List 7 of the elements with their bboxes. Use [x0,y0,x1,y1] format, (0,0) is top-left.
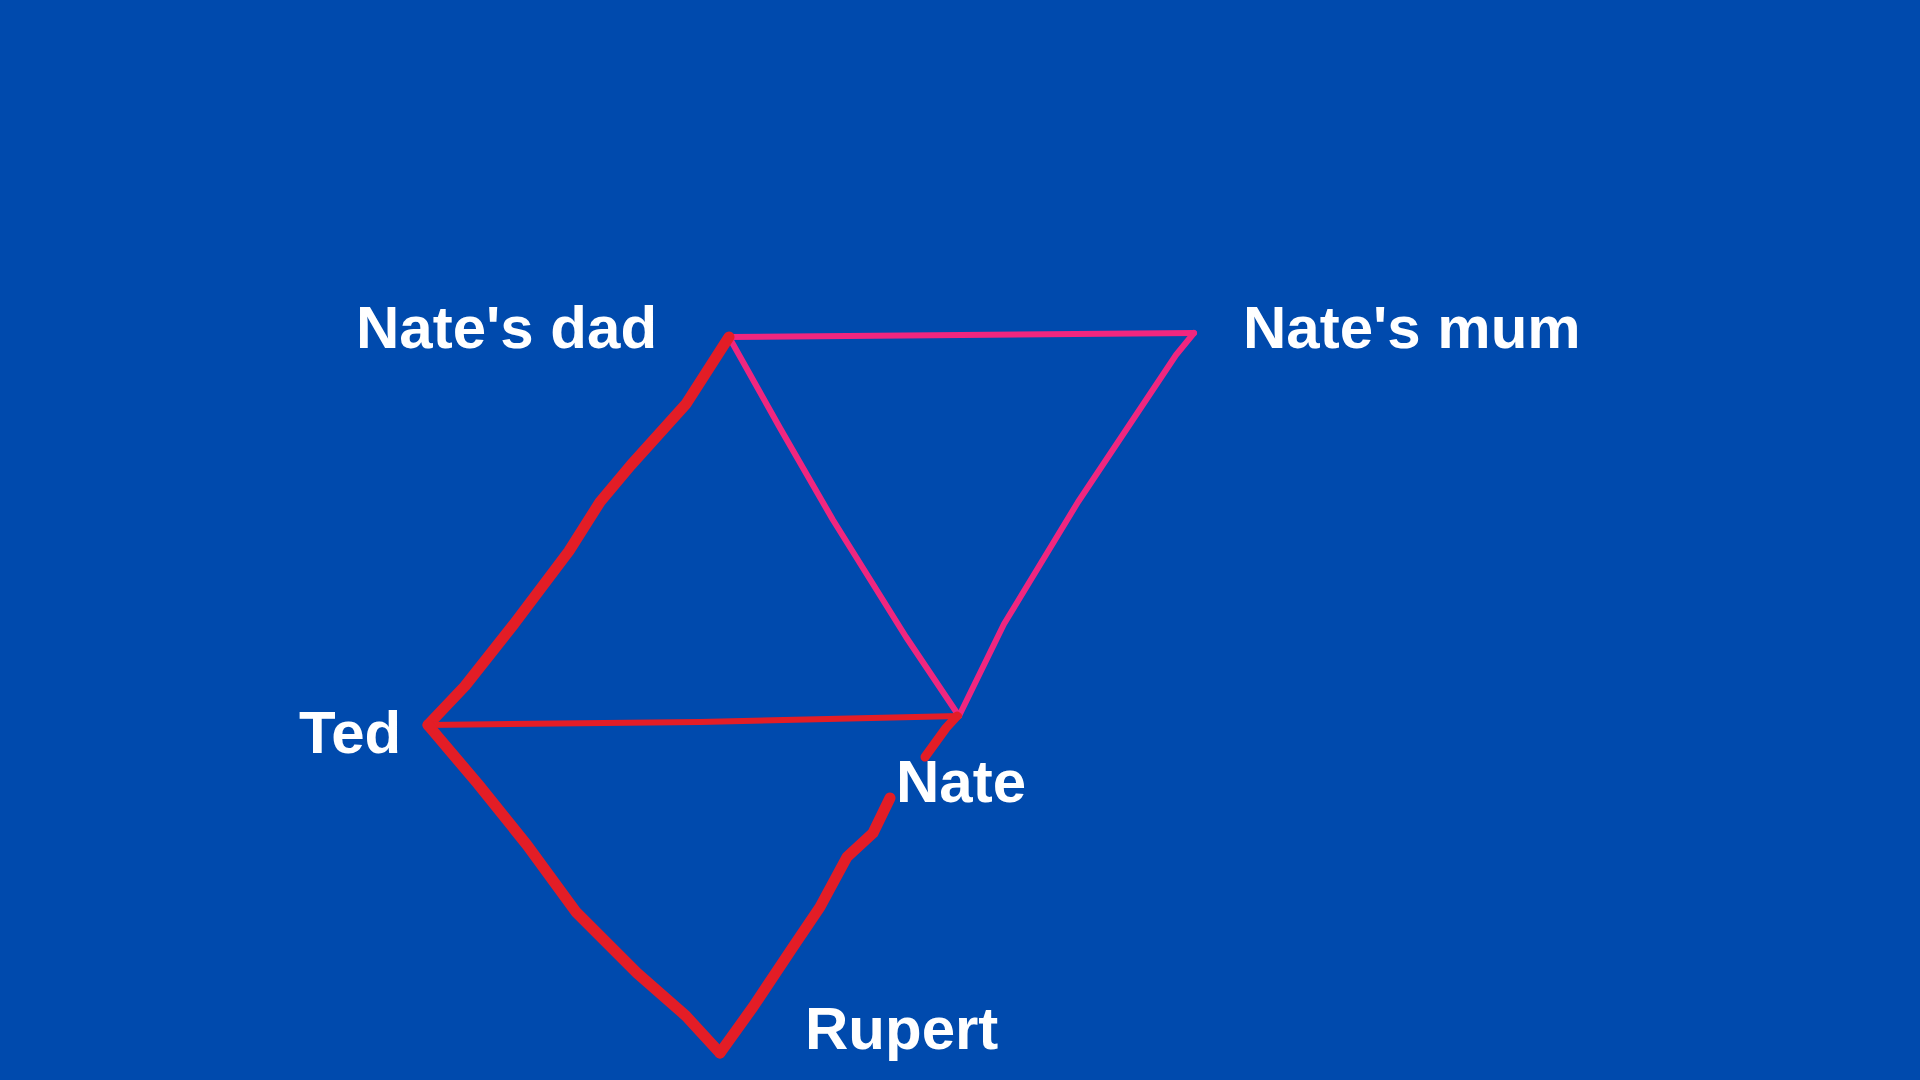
person-name: Nate's mum [1243,298,1581,358]
connector-line [956,330,1197,719]
person-name: Nate [896,752,1027,812]
connector-line [714,792,896,1059]
person-name: Rupert [805,999,999,1059]
person-name: Ted [299,703,402,763]
person-name: Nate's dad [356,298,658,358]
